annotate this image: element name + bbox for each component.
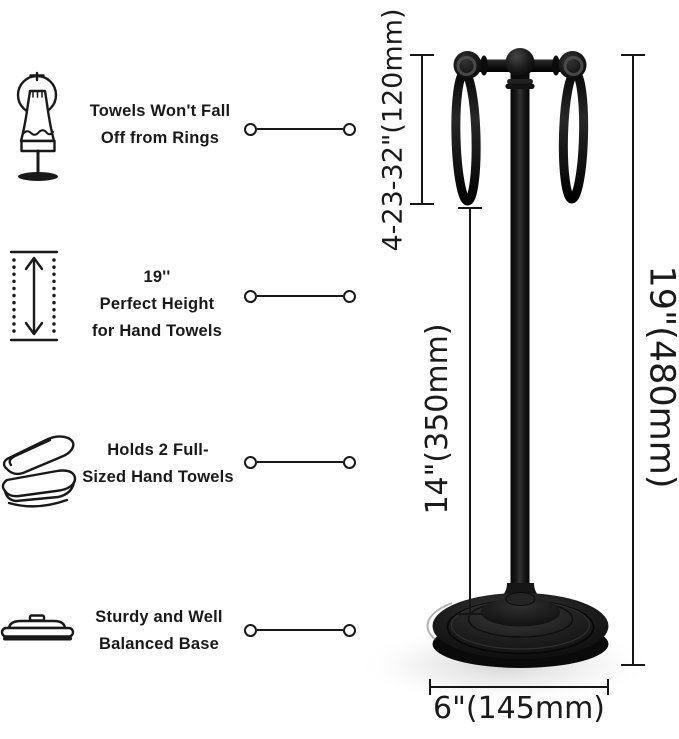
feature-line: Off from Rings — [100, 129, 220, 147]
folded-towels-icon — [1, 435, 77, 508]
callout-connector — [244, 455, 356, 469]
ball-neck — [512, 75, 528, 80]
collar-upper — [507, 79, 533, 84]
collar-lower — [505, 83, 535, 89]
connector-line — [257, 295, 343, 297]
hanging-towel-on-ring-icon — [16, 71, 58, 181]
connector-end-circle — [343, 122, 356, 136]
connector-end-circle — [244, 289, 257, 303]
feature-line: Holds 2 Full- — [107, 440, 209, 459]
feature-line: for Hand Towels — [91, 321, 223, 340]
feature-text-height: 19'' Perfect Height for Hand Towels — [62, 264, 252, 345]
stand-pole — [510, 70, 530, 598]
base-hub — [505, 592, 536, 606]
feature-line: Sturdy and Well — [95, 607, 223, 626]
dimension-lines — [410, 54, 645, 695]
connector-end-circle — [343, 455, 356, 469]
dim-label-pole-height: 14"(350mm) — [420, 323, 455, 515]
base-rim-highlight — [426, 602, 453, 641]
feature-line: Sized Hand Towels — [82, 467, 234, 486]
towel-stand-render — [355, 48, 655, 705]
pedestal-base-icon — [0, 614, 75, 641]
height-range-arrow-icon — [9, 250, 59, 342]
connector-end-circle — [343, 289, 356, 303]
dim-label-overall-height: 19"(480mm) — [641, 265, 679, 489]
connector-line — [257, 629, 343, 631]
feature-line: Balanced Base — [99, 634, 219, 653]
towel-ring-left — [451, 68, 481, 206]
connector-end-circle — [244, 455, 257, 469]
ring-mount-right — [563, 56, 584, 76]
base-inner-dome — [480, 597, 561, 627]
connector-line — [257, 128, 343, 130]
connector-end-circle — [244, 122, 257, 136]
towel-ring-right — [558, 68, 589, 204]
bar-flange-left — [480, 55, 488, 76]
feature-line: Perfect Height — [99, 294, 215, 313]
connector-line — [257, 461, 343, 463]
feature-text-capacity: Holds 2 Full- Sized Hand Towels — [63, 437, 253, 491]
feature-text-rings: Towels Won't Fall Off from Rings — [65, 98, 255, 152]
feature-line: Towels Won't Fall — [89, 102, 231, 120]
callout-connector — [244, 623, 356, 637]
callout-connector — [244, 289, 356, 303]
dim-label-ring-drop: 4-23-32"(120mm) — [377, 8, 409, 252]
ring-mount-left — [456, 56, 477, 76]
center-ball-finial — [505, 48, 535, 77]
callout-connector — [244, 122, 356, 136]
bar-flange-right — [552, 55, 560, 76]
connector-end-circle — [244, 623, 257, 637]
connector-end-circle — [343, 623, 356, 637]
feature-line: 19'' — [143, 267, 171, 286]
dim-label-base-width: 6"(145mm) — [432, 691, 606, 726]
feature-text-base: Sturdy and Well Balanced Base — [64, 604, 254, 658]
